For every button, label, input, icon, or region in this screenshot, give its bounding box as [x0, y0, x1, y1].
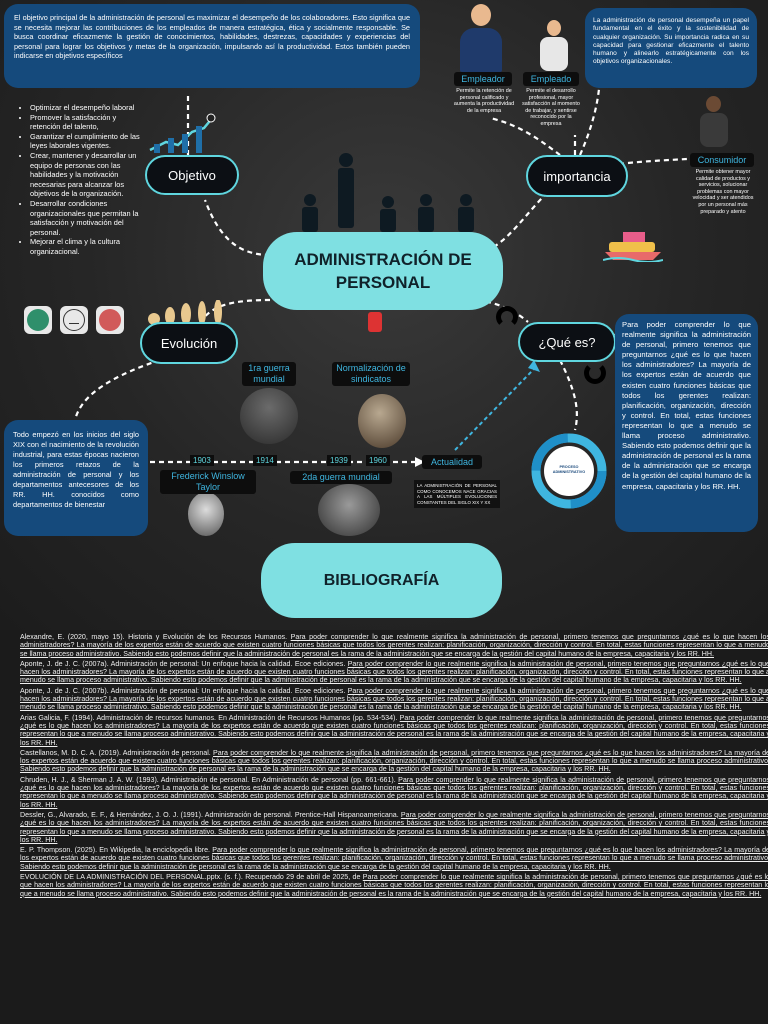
- process-cycle-diagram: [531, 433, 607, 509]
- employer-figure: [458, 2, 504, 72]
- objetivo-description-box: El objetivo principal de la administraci…: [4, 4, 420, 88]
- objetivos-especificos-list: Optimizar el desempeño laboral Promover …: [20, 103, 148, 257]
- evolucion-node[interactable]: Evolución: [140, 322, 238, 364]
- actualidad-arrowhead: [528, 360, 540, 372]
- importancia-node[interactable]: importancia: [526, 155, 628, 197]
- consumidor-description: Permite obtener mayor calidad de product…: [692, 169, 754, 215]
- event-1ra-guerra: 1ra guerra mundial: [242, 362, 296, 386]
- empleado-label: Empleado: [523, 72, 579, 86]
- bibliography-entry: E. P. Thompson. (2025). En Wikipedia, la…: [20, 846, 768, 871]
- bibliography-link[interactable]: Para poder comprender lo que realmente s…: [20, 846, 768, 871]
- curved-arrow-icon: [496, 306, 518, 328]
- bibliography-entry: Alexandre, E. (2020, mayo 15). Historia …: [20, 633, 768, 658]
- happy-face-icon: [24, 306, 52, 334]
- satisfaction-faces: [24, 306, 124, 336]
- soldier-photo: [240, 388, 298, 444]
- year-1939: 1939: [327, 455, 351, 466]
- bibliografia-node[interactable]: BIBLIOGRAFÍA: [261, 543, 502, 618]
- bibliography-link[interactable]: Para poder comprender lo que realmente s…: [20, 748, 768, 774]
- line-evolucion-text: [73, 358, 161, 421]
- taylor-photo: [188, 492, 224, 536]
- bibliography-entry: Arias Galicia, F. (1994). Administración…: [20, 713, 768, 747]
- cycle-center-label: PROCESO ADMINISTRATIVO: [552, 465, 586, 474]
- bibliography-list: Alexandre, E. (2020, mayo 15). Historia …: [20, 633, 768, 900]
- importancia-description-box: La administración de personal desempeña …: [585, 8, 757, 88]
- union-leader-photo: [358, 394, 406, 448]
- event-actualidad: Actualidad: [422, 455, 482, 469]
- cargo-ship-icon: [603, 232, 663, 262]
- evolucion-description-box: Todo empezó en los inicios del siglo XIX…: [4, 420, 148, 536]
- actualidad-description: LA ADMINISTRACIÓN DE PERSONAL COMO CONOC…: [414, 480, 500, 509]
- employee-figure: [536, 20, 572, 72]
- list-item: Desarrollar condiciones organizacionales…: [30, 199, 148, 237]
- consumer-figure: [698, 96, 730, 148]
- importancia-description: La administración de personal desempeña …: [593, 17, 749, 66]
- line-importancia-empleador: [489, 116, 561, 156]
- list-item: Promover la satisfacción y retención del…: [30, 113, 148, 132]
- que-es-node[interactable]: ¿Qué es?: [518, 322, 616, 362]
- consumidor-label: Consumidor: [690, 153, 754, 167]
- line-main-evolucion: [199, 298, 271, 323]
- empleador-description: Permite la retención de personal calific…: [453, 88, 515, 114]
- bibliography-link[interactable]: Para poder comprender lo que realmente s…: [20, 775, 768, 809]
- bibliography-entry: Castellanos, M. D. C. A. (2019). Adminis…: [20, 748, 768, 774]
- bibliography-entry: Aponte, J. de J. C. (2007a). Administrac…: [20, 659, 768, 685]
- evolucion-description: Todo empezó en los inicios del siglo XIX…: [13, 430, 139, 509]
- neutral-face-icon: [60, 306, 88, 334]
- character-icon: [368, 312, 382, 332]
- year-1960: 1960: [366, 455, 390, 466]
- event-2da-guerra: 2da guerra mundial: [290, 471, 392, 484]
- objetivo-node[interactable]: Objetivo: [145, 155, 239, 195]
- growth-chart-icon: [149, 113, 216, 153]
- objetivo-description: El objetivo principal de la administraci…: [14, 13, 410, 61]
- bibliography-link[interactable]: Para poder comprender lo que realmente s…: [20, 633, 768, 658]
- line-main-objetivo: [203, 199, 271, 257]
- bibliography-entry: EVOLUCIÓN DE LA ADMINISTRACIÓN DEL PERSO…: [20, 873, 768, 898]
- event-sindicatos: Normalización de sindicatos: [332, 362, 410, 386]
- bibliography-link[interactable]: Para poder comprender lo que realmente s…: [20, 810, 768, 844]
- bibliography-link[interactable]: Para poder comprender lo que realmente s…: [20, 686, 768, 712]
- team-silhouettes-icon: [302, 153, 474, 232]
- main-title-node[interactable]: ADMINISTRACIÓN DE PERSONAL: [263, 232, 503, 310]
- bibliography-link[interactable]: Para poder comprender lo que realmente s…: [20, 659, 768, 685]
- sad-face-icon: [96, 306, 124, 334]
- ww2-soldier-photo: [318, 484, 380, 536]
- que-es-description: Para poder comprender lo que realmente s…: [622, 320, 751, 491]
- list-item: Optimizar el desempeño laboral: [30, 103, 148, 113]
- human-evolution-icon: [148, 300, 222, 325]
- list-item: Crear, mantener y desarrollar un equipo …: [30, 151, 148, 199]
- main-title: ADMINISTRACIÓN DE PERSONAL: [294, 250, 472, 292]
- curved-arrow-icon: [584, 362, 606, 384]
- year-1903: 1903: [190, 455, 214, 466]
- timeline-arrowhead: [415, 457, 425, 467]
- event-taylor: Frederick Winslow Taylor: [160, 470, 256, 494]
- empleador-label: Empleador: [454, 72, 512, 86]
- list-item: Mejorar el clima y la cultura organizaci…: [30, 237, 148, 256]
- bibliography-link[interactable]: Para poder comprender lo que realmente s…: [20, 713, 768, 747]
- bibliography-link[interactable]: Para poder comprender lo que realmente s…: [20, 873, 768, 898]
- line-quees-cycle: [559, 359, 578, 431]
- bibliography-entry: Dessler, G., Alvarado, E. F., & Hernánde…: [20, 810, 768, 844]
- list-item: Garantizar el cumplimiento de las leyes …: [30, 132, 148, 151]
- que-es-description-box: Para poder comprender lo que realmente s…: [615, 314, 758, 532]
- bibliography-entry: Aponte, J. de J. C. (2007b). Administrac…: [20, 686, 768, 712]
- line-actualidad-quees: [454, 367, 536, 451]
- empleado-description: Permite el desarrollo profesional, mayor…: [522, 88, 580, 127]
- bibliography-entry: Chruden, H. J., & Sherman J. A. W. (1993…: [20, 775, 768, 809]
- year-1914: 1914: [253, 455, 277, 466]
